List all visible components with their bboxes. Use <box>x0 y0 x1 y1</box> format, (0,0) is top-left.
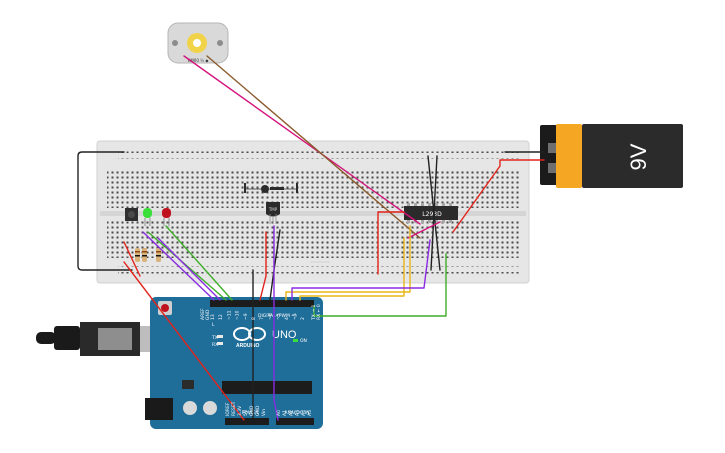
wire-red-resistor[interactable] <box>123 241 141 277</box>
wire-black-loop[interactable] <box>77 151 133 271</box>
digital-label: DIGITAL (PWM ~) <box>258 313 297 319</box>
wire-purple-chip[interactable] <box>291 239 431 301</box>
digital-pin-label: 7 <box>259 317 265 320</box>
digital-pin-label: 12 <box>218 314 224 320</box>
dc-motor[interactable]: RM00 ½ ◆ <box>167 22 229 64</box>
digital-pin-label: ~10 <box>235 310 241 320</box>
tx-label: TX <box>211 335 218 341</box>
resistor-2[interactable] <box>142 248 147 262</box>
arduino-model: UNO <box>272 329 297 341</box>
tx-led <box>217 335 223 338</box>
digital-pin-label: 2 <box>300 317 306 320</box>
battery-9v[interactable]: 9V <box>540 124 683 188</box>
breadboard <box>96 140 530 284</box>
digital-pin-label: 8 <box>251 317 257 320</box>
power-label: POWER <box>242 410 259 416</box>
analog-pin-label: A5 <box>307 410 313 416</box>
potentiometer[interactable] <box>244 183 298 193</box>
push-button[interactable] <box>125 208 138 221</box>
microcontroller-chip <box>222 381 312 394</box>
wire-chip-red[interactable] <box>377 211 405 275</box>
wire-red-5v[interactable] <box>123 261 245 421</box>
analog-pin-label: A4 <box>301 410 307 416</box>
led-red[interactable] <box>162 208 171 226</box>
led-green[interactable] <box>143 208 152 226</box>
power-pin-label: GND <box>255 405 261 416</box>
wire-yellow-1[interactable] <box>285 225 411 301</box>
wire-purple-1[interactable] <box>142 231 215 301</box>
power-pin-label: RESET <box>231 401 237 416</box>
analog-label: ANALOG IN <box>284 410 309 416</box>
rx-label: RX <box>212 342 218 348</box>
power-header <box>225 418 269 425</box>
wire-green-1[interactable] <box>165 225 233 301</box>
resistor-3[interactable] <box>156 248 161 262</box>
analog-pin-label: A3 <box>295 410 301 416</box>
wire-motor-magenta[interactable] <box>183 55 421 225</box>
chip-label: L293D <box>422 211 442 218</box>
power-jack <box>145 398 173 420</box>
digital-pin-label: ~5 <box>276 313 282 320</box>
header-extra-label: AREF <box>200 308 206 320</box>
wire-tmp-purple[interactable] <box>273 225 279 421</box>
power-pin-label: GND <box>249 405 255 416</box>
digital-pin-label: ~3 <box>292 313 298 320</box>
digital-header <box>210 300 314 307</box>
wires <box>77 55 545 421</box>
on-label: ON <box>300 338 307 344</box>
wire-tmp-red[interactable] <box>259 231 267 301</box>
analog-pin-label: A0 <box>276 410 282 416</box>
power-pin-label: IOREF <box>225 402 231 416</box>
arduino-brand: ARDUINO <box>236 343 259 349</box>
wire-green-chip[interactable] <box>313 253 447 317</box>
digital-pin-label: 4 <box>284 317 290 320</box>
header-extra-label: TX → 1 <box>311 305 317 321</box>
wire-purple-2[interactable] <box>157 237 221 301</box>
analog-header <box>276 418 314 425</box>
wire-motor-brown[interactable] <box>206 55 421 239</box>
motor-label: RM00 ½ ◆ <box>188 58 210 63</box>
power-pin-label: 5V <box>243 409 249 416</box>
sensor-label: TMP <box>268 207 278 212</box>
wire-green-2[interactable] <box>147 231 227 301</box>
temperature-sensor[interactable]: TMP <box>266 202 280 224</box>
rx-led <box>217 342 223 345</box>
wire-yellow-2[interactable] <box>299 237 405 301</box>
analog-pin-label: A1 <box>282 410 288 416</box>
wire-battery-red[interactable] <box>452 159 545 233</box>
digital-pin-label: 13 <box>210 314 216 320</box>
battery-label: 9V <box>626 143 651 170</box>
on-led <box>293 339 298 342</box>
wire-chip-magenta[interactable] <box>407 221 441 239</box>
digital-pin-label: ~11 <box>226 310 232 320</box>
wire-chip-black-2[interactable] <box>430 155 438 271</box>
l-label: L <box>212 322 215 328</box>
resistor-1[interactable] <box>135 248 140 262</box>
analog-pin-label: A2 <box>288 410 294 416</box>
usb-cable[interactable] <box>36 322 154 356</box>
header-extra-label: RX ← 0 <box>316 304 322 320</box>
digital-pin-label: ~6 <box>267 313 273 320</box>
power-pin-label: 3.3V <box>237 405 243 416</box>
power-pin-label: Vin <box>261 409 267 416</box>
header-extra-label: GND <box>205 309 211 320</box>
digital-pin-label: ~9 <box>243 313 249 320</box>
arduino-logo-icon <box>233 327 266 341</box>
arduino-uno-board[interactable]: UNO ARDUINO DIGITAL (PWM ~) POWER ANALOG… <box>145 297 323 429</box>
l293d-chip[interactable]: L293D <box>404 203 458 223</box>
